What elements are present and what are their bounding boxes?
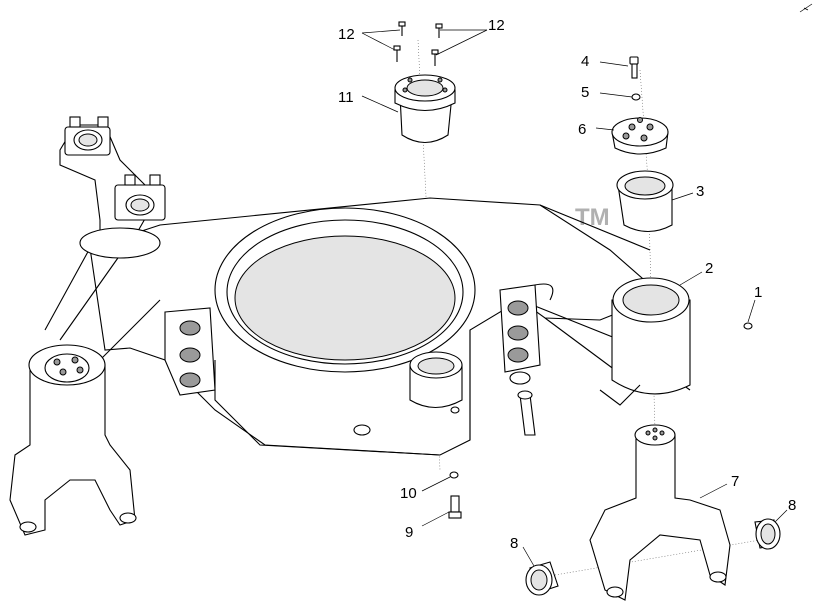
clamp-assembly-left [59, 116, 166, 259]
callout-12-right: 12 [488, 17, 505, 34]
callouts: 1 2 3 4 5 6 7 8 8 9 10 11 12 12 [338, 17, 796, 552]
callout-10: 10 [400, 485, 417, 502]
cap-bolt [629, 56, 641, 101]
callout-9: 9 [405, 524, 413, 541]
callout-4: 4 [581, 53, 589, 70]
bottom-bolt [448, 471, 462, 519]
yoke-right [589, 424, 731, 601]
sleeve-right [754, 518, 781, 550]
sleeve-left [525, 561, 559, 596]
callout-8-right: 8 [788, 497, 796, 514]
centre-boss [409, 351, 463, 409]
side-block-right [499, 283, 554, 373]
callout-6: 6 [578, 121, 586, 138]
corner-mark [799, 3, 813, 13]
bushing [616, 170, 674, 233]
main-frame [44, 197, 691, 456]
callout-5: 5 [581, 84, 589, 101]
pivot-cap [611, 117, 669, 155]
pivot-housing-right [599, 277, 691, 406]
callout-11: 11 [338, 89, 354, 106]
callout-8-left: 8 [510, 535, 518, 552]
frame-bolt [509, 371, 536, 436]
assembly-axes [417, 39, 761, 576]
callout-1: 1 [754, 284, 762, 301]
callout-2: 2 [705, 260, 713, 277]
housing-screws [393, 21, 443, 66]
centre-housing [394, 74, 456, 144]
callout-12-left: 12 [338, 26, 355, 43]
callout-7: 7 [731, 473, 739, 490]
grease-fitting [743, 322, 753, 330]
side-block-left [164, 307, 216, 396]
yoke-left [9, 344, 137, 536]
callout-3: 3 [696, 183, 704, 200]
leader-lines [361, 29, 788, 567]
